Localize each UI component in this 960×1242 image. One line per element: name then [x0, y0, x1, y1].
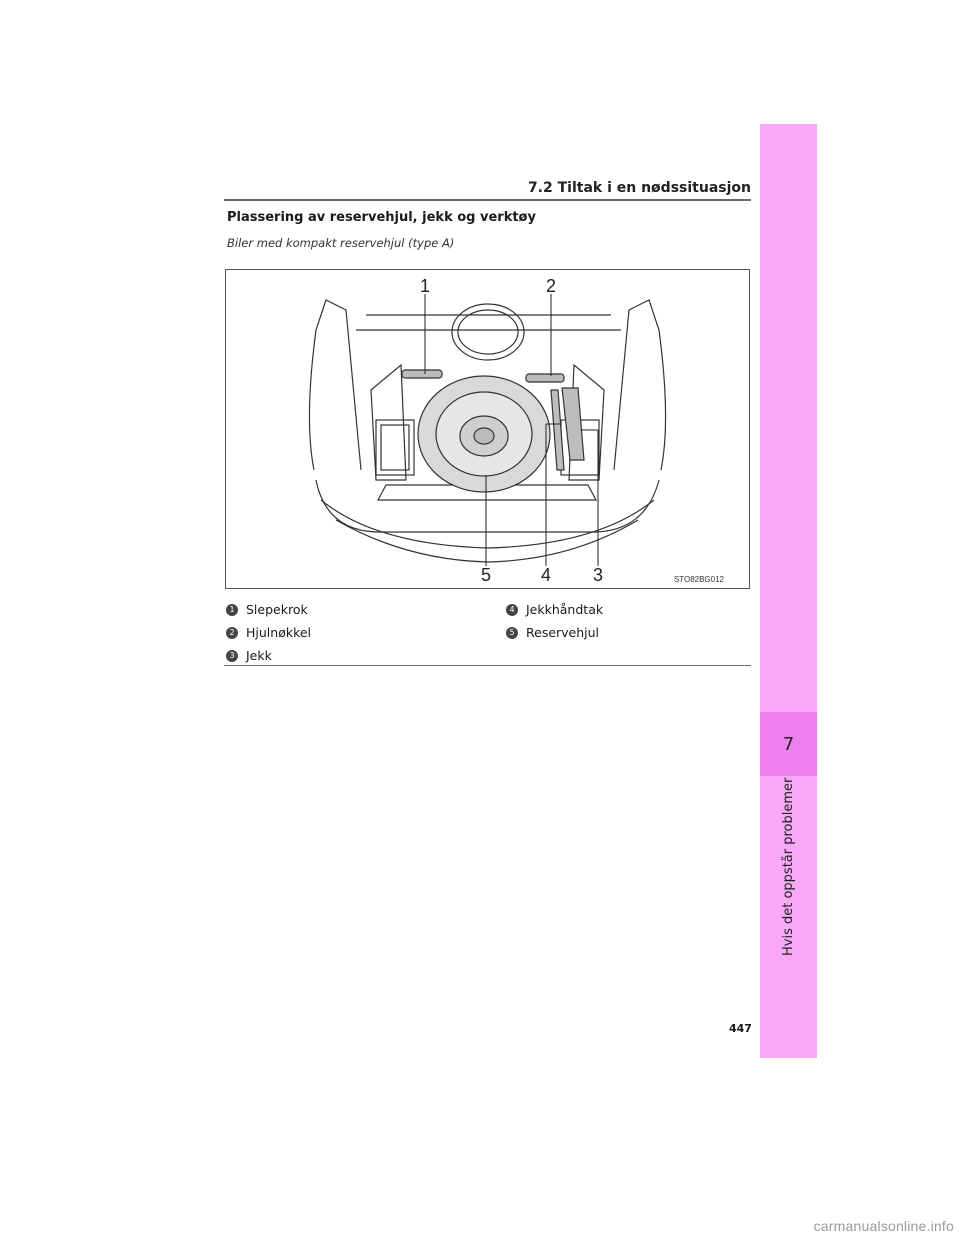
page-heading: Plassering av reservehjul, jekk og verkt… — [227, 210, 536, 225]
leader-lines — [424, 294, 599, 566]
callout-2: 2 — [546, 276, 556, 296]
legend-number-icon: 1 — [226, 603, 238, 616]
legend-label: Jekkhåndtak — [526, 602, 604, 617]
chapter-title-text: Hvis det oppstår problemer — [781, 777, 796, 956]
legend-number-icon: 5 — [506, 626, 518, 639]
chapter-side-tab: 7 Hvis det oppstår problemer — [760, 124, 817, 1058]
legend-left-column: 1 Slepekrok 2 Hjulnøkkel 3 Jekk — [226, 598, 311, 667]
trunk-illustration: 1 2 3 4 5 STO82BG012 — [225, 269, 750, 589]
legend-number-icon: 2 — [226, 626, 238, 639]
section-header: 7.2 Tiltak i en nødssituasjon — [527, 180, 751, 196]
legend-label: Hjulnøkkel — [246, 625, 312, 640]
legend-item: 4 Jekkhåndtak — [506, 598, 603, 621]
legend-item: 2 Hjulnøkkel — [226, 621, 311, 644]
legend-label: Slepekrok — [246, 602, 308, 617]
chapter-title: Hvis det oppstår problemer — [760, 776, 817, 976]
watermark: carmanualsonline.info — [813, 1218, 954, 1234]
spare-tire — [417, 375, 551, 493]
legend-number-icon: 4 — [506, 603, 518, 616]
page-subheading: Biler med kompakt reservehjul (type A) — [227, 236, 455, 250]
trunk-drawing: 1 2 3 4 5 — [308, 276, 667, 585]
legend-item: 3 Jekk — [226, 644, 311, 667]
callout-3: 3 — [593, 565, 603, 585]
callout-labels: 1 2 3 4 5 — [420, 276, 603, 585]
legend-number-icon: 3 — [226, 649, 238, 662]
chapter-number: 7 — [760, 712, 817, 776]
legend-right-column: 4 Jekkhåndtak 5 Reservehjul — [506, 598, 603, 644]
bottom-divider — [224, 665, 751, 666]
legend-item: 1 Slepekrok — [226, 598, 311, 621]
legend-label: Reservehjul — [526, 625, 600, 640]
jack-drawing — [525, 373, 585, 471]
callout-1: 1 — [420, 276, 430, 296]
figure-code: STO82BG012 — [673, 575, 724, 584]
callout-4: 4 — [541, 565, 551, 585]
header-divider — [224, 199, 751, 201]
page-number: 447 — [729, 1022, 752, 1035]
tow-hook-drawing — [401, 369, 443, 379]
legend-item: 5 Reservehjul — [506, 621, 603, 644]
legend-label: Jekk — [246, 648, 272, 663]
callout-5: 5 — [481, 565, 491, 585]
